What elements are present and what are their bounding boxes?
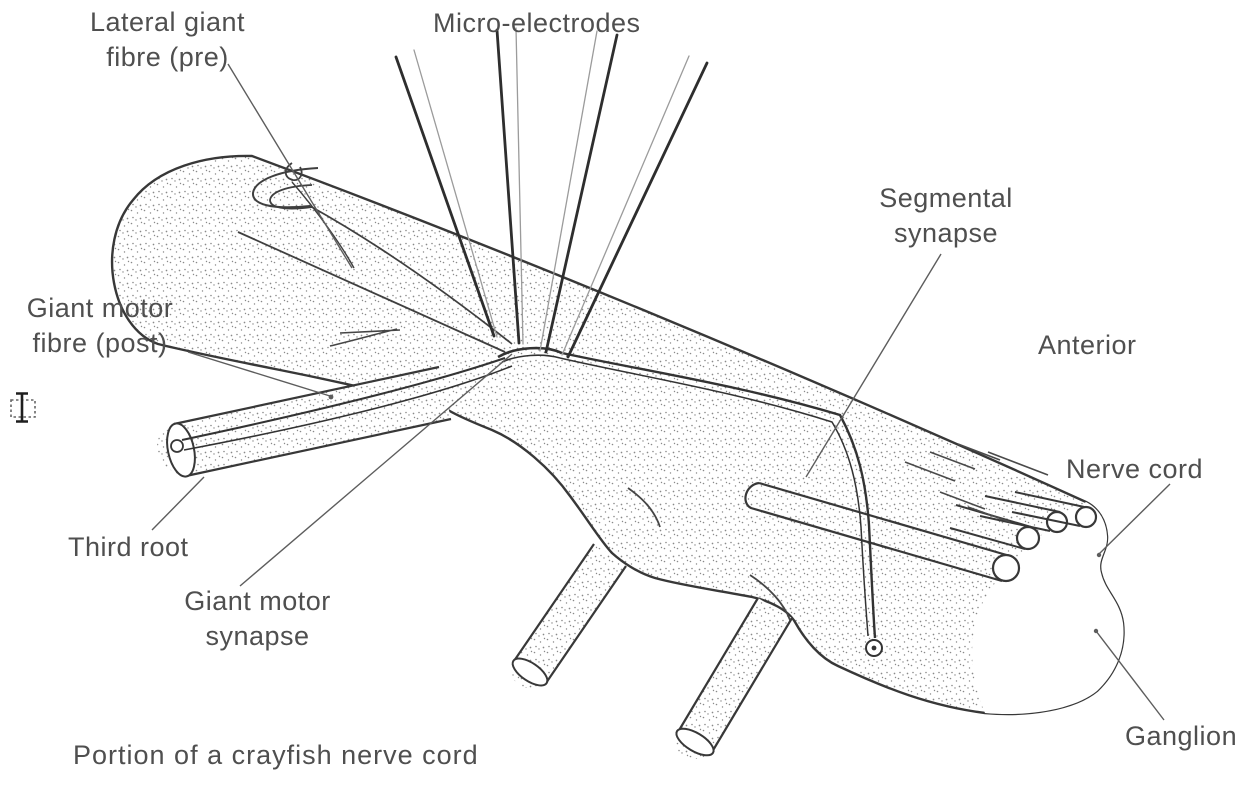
leader-giant-motor-fibre [187, 351, 331, 397]
segmental-fibre [561, 351, 877, 639]
leader-ganglion [1095, 630, 1165, 721]
root-flare-line [329, 328, 401, 347]
figure-caption: Portion of a crayfish nerve cord [73, 740, 479, 770]
label-micro-electrodes: Micro-electrodes [433, 8, 641, 38]
leader-third-root [151, 476, 205, 531]
label-anterior: Anterior [1038, 330, 1137, 360]
label-giant-motor-fibre: Giant motor fibre (post) [26, 293, 174, 358]
leader-nerve-cord [1098, 483, 1171, 555]
micro-electrode-needles [394, 27, 709, 359]
label-lateral-giant-fibre: Lateral giant fibre (pre) [89, 7, 246, 72]
root-flare-line [627, 487, 661, 528]
leader-lines [151, 63, 1171, 721]
fibre-hatch-lines [904, 443, 1049, 523]
motor-fibre-cross-section [170, 439, 184, 453]
text-cursor-icon[interactable] [10, 392, 36, 423]
lateral-giant-fibre [237, 162, 513, 353]
label-segmental-synapse: Segmental synapse [879, 183, 1013, 248]
label-giant-motor-synapse: Giant motor synapse [184, 586, 331, 651]
root-flare-line [749, 574, 791, 621]
giant-fibre-cylinders [744, 481, 1098, 583]
leader-lateral-giant-fibre [227, 63, 353, 269]
giant-motor-fibre [181, 346, 883, 657]
label-third-root: Third root [68, 532, 189, 562]
middle-root [511, 543, 627, 689]
third-root [157, 365, 452, 478]
posterior-root [675, 597, 793, 760]
leader-giant-motor-synapse [239, 353, 513, 587]
label-nerve-cord: Nerve cord [1066, 454, 1204, 484]
leader-segmental-synapse [805, 253, 942, 478]
label-ganglion: Ganglion [1125, 721, 1238, 751]
